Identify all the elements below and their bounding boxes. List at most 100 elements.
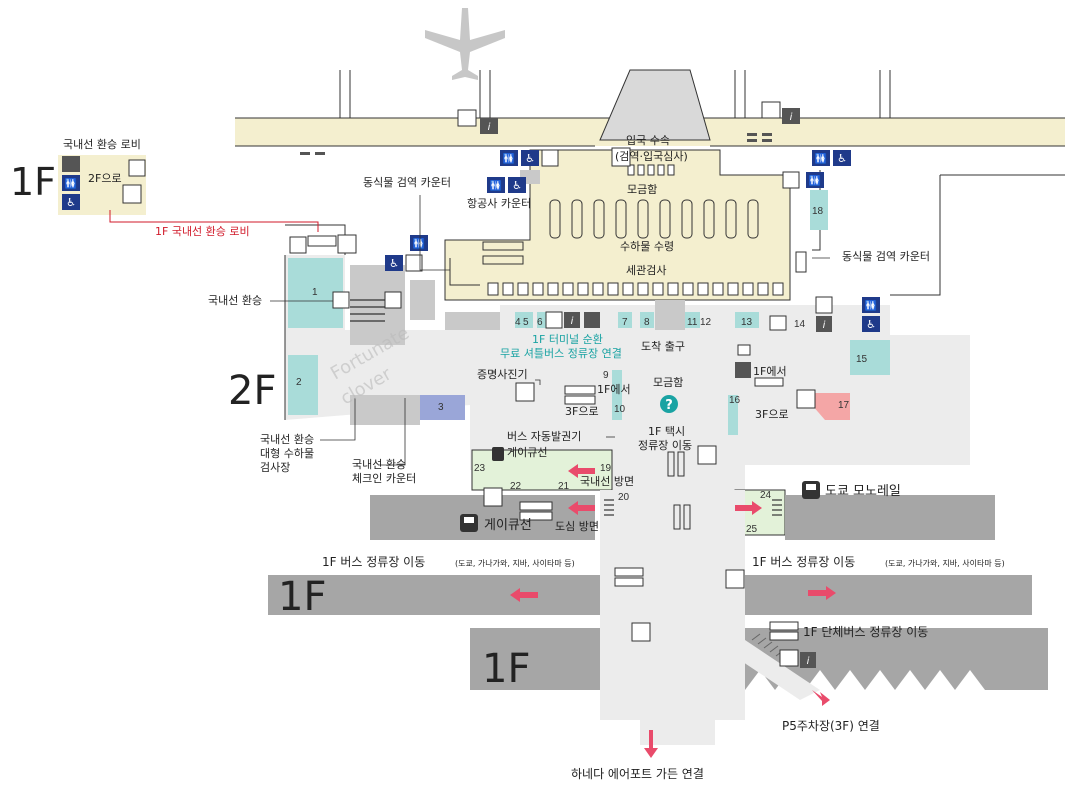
label-bus-right: 1F 버스 정류장 이동 (752, 555, 855, 569)
label-city-direction: 도심 방면 (555, 520, 599, 533)
zone-24-number: 24 (760, 490, 772, 501)
label-domestic-baggage-1: 국내선 환승 (260, 433, 314, 446)
label-p5-parking: P5주차장(3F) 연결 (782, 719, 880, 733)
label-bus-ticket-machine: 버스 자동발권기 (507, 430, 581, 443)
label-animal-quarantine-right: 동식물 검역 카운터 (842, 250, 930, 263)
svg-text:i: i (823, 320, 826, 331)
label-taxi-line1: 1F 택시 (648, 425, 685, 438)
zone-15-number: 15 (856, 354, 868, 365)
customs-desks (487, 282, 784, 296)
svg-text:?: ? (665, 398, 673, 413)
zone-22-number: 22 (510, 481, 522, 492)
zone-10-number: 10 (614, 404, 626, 415)
zone-7-number: 7 (622, 317, 628, 328)
label-arrival-exit: 도착 출구 (641, 340, 685, 353)
zone-21-number: 21 (558, 481, 570, 492)
arrival-restricted-area (444, 149, 791, 301)
info-icon: i i i i i (480, 108, 832, 668)
svg-text:♿: ♿ (525, 152, 535, 165)
floor-label-1f-bottom: 1F (482, 646, 530, 692)
label-bus-right-sub: (도쿄, 가나가와, 지바, 사이타마 등) (885, 558, 1005, 568)
svg-text:i: i (488, 122, 491, 133)
zone-6-number: 6 (537, 317, 543, 328)
zone-14-number: 14 (794, 319, 806, 330)
label-keikyu-small: 게이큐선 (507, 446, 547, 459)
svg-text:🚻: 🚻 (503, 152, 515, 165)
immigration-structure (599, 69, 711, 141)
phone-icon (584, 312, 751, 378)
zone-3-number: 3 (438, 402, 444, 413)
baby-icon (128, 149, 800, 309)
zone-12-number: 12 (700, 317, 712, 328)
label-immigration: 입국 수속 (626, 134, 670, 147)
label-domestic-lobby-red: 1F 국내선 환승 로비 (155, 225, 250, 238)
label-collection-box-mid: 모금함 (653, 376, 683, 389)
svg-text:♿: ♿ (389, 257, 399, 270)
grey-blocks (350, 265, 685, 425)
svg-text:i: i (571, 316, 574, 327)
monorail-platform (785, 495, 995, 540)
label-animal-quarantine-left: 동식물 검역 카운터 (363, 176, 451, 189)
zone-17 (812, 393, 850, 420)
arrival-hall (285, 255, 970, 490)
svg-text:♿: ♿ (512, 179, 522, 192)
svg-text:♿: ♿ (866, 318, 876, 331)
question-icon: ? (660, 395, 678, 413)
label-from-1f-left: 1F에서 (597, 383, 631, 396)
toilet-icon: 🚻 🚻 🚻 🚻 🚻 🚻 🚻 (62, 150, 880, 313)
zone-8-number: 8 (644, 317, 650, 328)
zone-23-number: 23 (474, 463, 486, 474)
label-domestic-checkin-2: 체크인 카운터 (352, 472, 416, 485)
airplane-icon (425, 8, 505, 80)
svg-text:🚻: 🚻 (490, 179, 502, 192)
zone-18 (810, 190, 828, 230)
svg-text:i: i (790, 112, 793, 123)
smoking-icon (62, 156, 787, 331)
label-airline-counter: 항공사 카운터 (467, 197, 531, 210)
zone-13-number: 13 (741, 317, 753, 328)
aed-icon (457, 101, 833, 667)
svg-text:🚻: 🚻 (865, 299, 877, 312)
stairs (350, 299, 782, 516)
zone-4-number: 4 (515, 317, 521, 328)
baggage-carousels (482, 199, 807, 273)
label-tokyo-monorail: 도쿄 모노레일 (825, 484, 901, 499)
label-domestic-transfer: 국내선 환승 (208, 294, 262, 307)
zone-18-number: 18 (812, 206, 824, 217)
train-icon (460, 447, 504, 532)
zone-5-number: 5 (523, 317, 529, 328)
label-from-1f-right: 1F에서 (753, 365, 787, 378)
label-domestic-direction: 국내선 방면 (580, 475, 634, 488)
label-bus-left-sub: (도쿄, 가나가와, 지바, 사이타마 등) (455, 558, 575, 568)
zone-25-number: 25 (746, 524, 758, 535)
computer-icon (737, 344, 751, 356)
label-collection-box-top: 모금함 (627, 183, 657, 196)
label-to-3f-right: 3F으로 (755, 408, 789, 421)
elevator-icon (122, 147, 816, 642)
label-shuttle-line2: 무료 셔틀버스 정류장 연결 (500, 347, 622, 360)
label-domestic-baggage-2: 대형 수하물 (260, 446, 314, 460)
zone-19-number: 19 (600, 463, 612, 474)
zone-16-number: 16 (729, 395, 741, 406)
floor-label-2f: 2F (228, 368, 276, 414)
svg-text:♿: ♿ (837, 152, 847, 165)
moving-walkway-icon (667, 451, 691, 530)
floor-label-1f-bus: 1F (278, 574, 326, 620)
zone-20-number: 20 (618, 492, 630, 503)
svg-text:🚻: 🚻 (65, 177, 77, 190)
label-taxi-line2: 정류장 이동 (638, 439, 692, 452)
zone-11-number: 11 (687, 317, 698, 328)
monorail-icon (802, 481, 820, 499)
label-domestic-transfer-lobby: 국내선 환승 로비 (63, 138, 141, 151)
bus-band-right (742, 575, 1032, 615)
label-domestic-checkin-1: 국내선 환승 (352, 458, 406, 471)
label-haneda-garden: 하네다 에어포트 가든 연결 (571, 767, 704, 781)
bus-band-left (268, 575, 618, 615)
wheelchair-icon: ♿ ♿ ♿ ♿ ♿ ♿ (62, 150, 880, 332)
label-customs: 세관검사 (626, 264, 666, 277)
label-baggage-claim: 수하물 수령 (620, 239, 674, 253)
zone-17-number: 17 (838, 400, 850, 411)
label-domestic-baggage-3: 검사장 (260, 461, 290, 474)
zone-numbers: 1 2 3 4 5 6 7 8 9 10 11 12 13 14 15 16 1… (296, 206, 868, 535)
